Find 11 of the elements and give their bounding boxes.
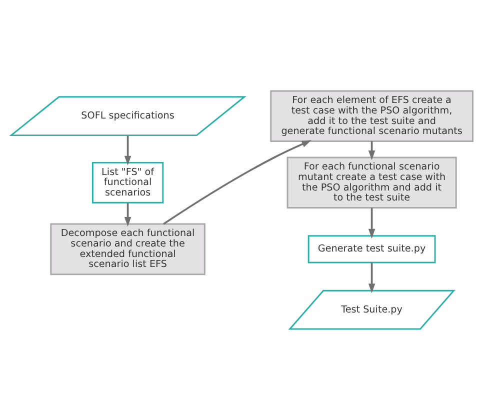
- arrow: [124, 202, 132, 226]
- node-box: List "FS" of functional scenarios: [92, 161, 164, 203]
- node-box: Decompose each functional scenario and create the extended functional scenario list EFS: [50, 222, 206, 275]
- arrow: [368, 262, 376, 293]
- node-box: For each element of EFS create a test case with the PSO algorithm, add it to the test suite and generate functional scenario mutants: [270, 90, 474, 142]
- arrow: [163, 140, 312, 224]
- arrow: [368, 207, 376, 238]
- node-box: For each functional scenario mutant create a test case with the PSO algorithm and add it to the test suite: [286, 156, 457, 208]
- arrow: [124, 135, 132, 165]
- arrow: [368, 140, 376, 160]
- node-box: Generate test suite.py: [308, 234, 436, 263]
